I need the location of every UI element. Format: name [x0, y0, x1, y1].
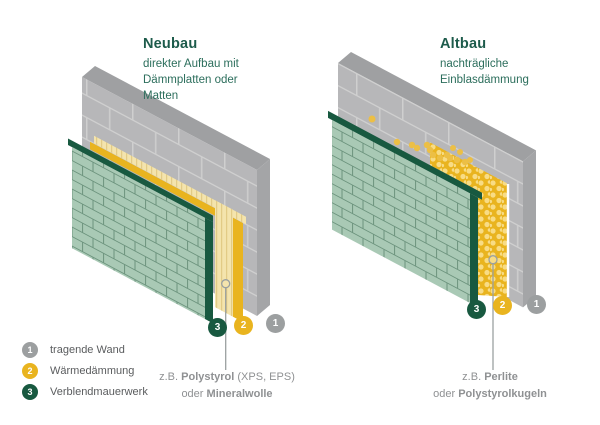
- neubau-wall-illustration: [68, 66, 270, 370]
- neubau-marker-tragende-wand: 1: [266, 314, 285, 333]
- altbau-marker-verblendmauerwerk: 3: [467, 300, 486, 319]
- legend-badge-3: 3: [22, 384, 38, 400]
- altbau-subtitle: nachträgliche Einblasdämmung: [440, 58, 529, 86]
- caption-suffix: (XPS, EPS): [237, 371, 295, 383]
- neubau-gray-wall-end-face: [257, 159, 270, 316]
- marker-number: 3: [473, 304, 480, 315]
- neubau-insulation-panel-side: [233, 217, 243, 322]
- neubau-insulation-panel-top: [90, 141, 243, 231]
- altbau-gray-wall-top-face: [338, 52, 536, 162]
- caption-material-1: Perlite: [484, 371, 518, 383]
- legend: 1 tragende Wand 2 Wärmedämmung 3 Verblen…: [22, 342, 148, 405]
- altbau-leader-marker: [488, 255, 498, 265]
- legend-badge-2: 2: [22, 363, 38, 379]
- legend-label-tragende-wand: tragende Wand: [50, 344, 125, 356]
- altbau-green-wall-top-edge: [328, 110, 482, 200]
- altbau-pellet-fill-diagonal: [430, 142, 482, 193]
- neubau-title: Neubau: [143, 36, 198, 52]
- legend-item-waermedaemmung: 2 Wärmedämmung: [22, 363, 148, 379]
- neubau-caption: z.B. Polystyrol (XPS, EPS) oder Mineralw…: [135, 369, 319, 402]
- altbau-green-wall-face: [332, 120, 470, 303]
- caption-material-1: Polystyrol: [181, 371, 235, 383]
- neubau-heading: Neubau direkter Aufbau mit Dämmplatten o…: [143, 36, 265, 105]
- altbau-caption: z.B. Perlite oder Polystyrolkugeln: [398, 369, 582, 402]
- altbau-marker-tragende-wand: 1: [527, 295, 546, 314]
- legend-number: 1: [27, 345, 33, 355]
- marker-number: 1: [272, 318, 279, 329]
- altbau-loose-pellets: [368, 115, 473, 166]
- legend-item-verblendmauerwerk: 3 Verblendmauerwerk: [22, 384, 148, 400]
- neubau-marker-waermedaemmung: 2: [234, 316, 253, 335]
- legend-badge-1: 1: [22, 342, 38, 358]
- neubau-gray-wall-top-face: [82, 66, 270, 170]
- marker-number: 2: [499, 300, 506, 311]
- marker-number: 1: [533, 299, 540, 310]
- altbau-title: Altbau: [440, 36, 487, 52]
- altbau-marker-waermedaemmung: 2: [493, 296, 512, 315]
- altbau-heading: Altbau nachträgliche Einblasdämmung: [440, 36, 554, 89]
- altbau-pellet-fill-cavity: [478, 167, 507, 297]
- legend-item-tragende-wand: 1 tragende Wand: [22, 342, 148, 358]
- caption-material-2: Mineralwolle: [206, 387, 273, 400]
- caption-zb: z.B.: [159, 371, 179, 383]
- legend-label-verblendmauerwerk: Verblendmauerwerk: [50, 386, 148, 398]
- marker-number: 2: [240, 320, 247, 331]
- caption-zb: z.B.: [462, 371, 482, 383]
- altbau-green-wall-end-edge: [470, 193, 478, 308]
- caption-oder: oder: [181, 387, 204, 400]
- neubau-subtitle: direkter Aufbau mit Dämmplatten oder Mat…: [143, 58, 239, 102]
- neubau-insulation-mat-side: [215, 200, 233, 317]
- neubau-green-wall-top-edge: [68, 138, 213, 223]
- neubau-marker-verblendmauerwerk: 3: [208, 318, 227, 337]
- marker-number: 3: [214, 322, 221, 333]
- neubau-green-wall-face: [72, 147, 205, 319]
- altbau-gray-wall-end-face: [523, 150, 536, 308]
- neubau-insulation-mat-top: [94, 135, 246, 225]
- neubau-green-wall-end-edge: [205, 217, 213, 324]
- neubau-leader-marker: [221, 279, 231, 289]
- legend-number: 2: [27, 366, 33, 376]
- legend-number: 3: [27, 387, 33, 397]
- legend-label-waermedaemmung: Wärmedämmung: [50, 365, 135, 377]
- caption-material-2: Polystyrolkugeln: [458, 387, 547, 400]
- caption-oder: oder: [433, 387, 456, 400]
- altbau-wall-illustration: [328, 52, 536, 370]
